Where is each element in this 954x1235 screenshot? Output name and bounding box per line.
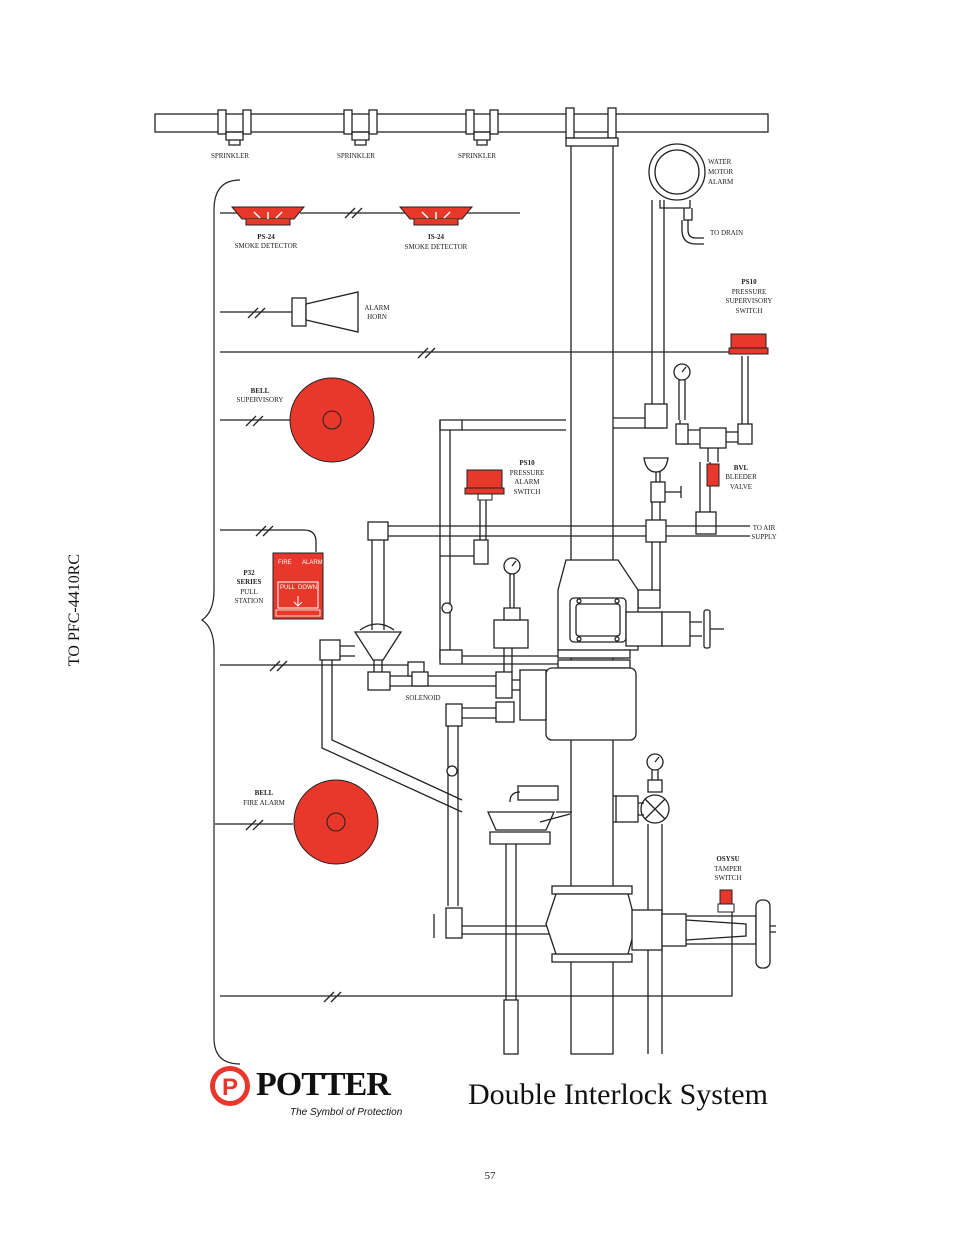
potter-p-letter: P bbox=[222, 1074, 238, 1101]
p32-pull-station: FIRE ALARM PULL DOWN bbox=[272, 552, 324, 620]
label-wma-2: MOTOR bbox=[708, 168, 733, 176]
osysu-tamper-switch bbox=[717, 889, 735, 913]
page-title: Double Interlock System bbox=[468, 1078, 768, 1111]
potter-p-mark-icon: P bbox=[210, 1066, 250, 1106]
water-motor-alarm bbox=[648, 143, 706, 245]
label-ps10-sup-1: PRESSURE bbox=[732, 288, 767, 296]
label-horn-1: ALARM bbox=[364, 304, 390, 312]
label-osysu-1: TAMPER bbox=[714, 865, 742, 873]
logo-word: POTTER bbox=[256, 1066, 391, 1103]
label-sprinkler-2: SPRINKLER bbox=[337, 152, 375, 160]
label-ps10-alarm-3: SWITCH bbox=[514, 488, 541, 496]
label-p32-4: STATION bbox=[235, 597, 264, 605]
label-wma-1: WATER bbox=[708, 158, 732, 166]
fire-alarm-bell bbox=[293, 779, 379, 865]
label-bvl-model: BVL bbox=[734, 464, 749, 472]
label-ps24-desc: SMOKE DETECTOR bbox=[235, 242, 298, 250]
label-bvl-1: BLEEDER bbox=[725, 473, 757, 481]
label-solenoid: SOLENOID bbox=[406, 694, 441, 702]
label-ps10-sup-2: SUPERVISORY bbox=[726, 297, 773, 305]
sprinkler-head-2 bbox=[343, 109, 378, 146]
alarm-horn bbox=[291, 291, 359, 333]
ps24-smoke-detector bbox=[230, 206, 306, 226]
label-wma-3: ALARM bbox=[708, 178, 734, 186]
label-horn-2: HORN bbox=[367, 313, 387, 321]
potter-logo: P POTTER The Symbol of Protection bbox=[208, 1062, 418, 1142]
label-ps10-alarm-1: PRESSURE bbox=[510, 469, 545, 477]
label-to-drain: TO DRAIN bbox=[710, 229, 743, 237]
wire-pull-station bbox=[220, 529, 317, 552]
label-bell-fire-model: BELL bbox=[255, 789, 274, 797]
label-ps10-alarm-model: PS10 bbox=[519, 459, 535, 467]
ps10-supervisory-switch bbox=[728, 333, 769, 355]
side-title: TO PFC-4410RC bbox=[66, 553, 83, 667]
pull-station-pull-text: PULL bbox=[280, 585, 296, 591]
label-p32-3: PULL bbox=[240, 588, 258, 596]
panel-brace bbox=[200, 179, 241, 1065]
label-air-1: TO AIR bbox=[753, 524, 776, 532]
bvl-bleeder-valve bbox=[706, 463, 720, 487]
pull-station-alarm-text: ALARM bbox=[302, 560, 323, 566]
supervisory-bell bbox=[289, 377, 375, 463]
label-bell-fire-desc: FIRE ALARM bbox=[243, 799, 286, 807]
pull-station-down-text: DOWN bbox=[298, 585, 317, 591]
label-ps10-alarm-2: ALARM bbox=[514, 478, 540, 486]
label-bvl-2: VALVE bbox=[730, 483, 752, 491]
label-is24-desc: SMOKE DETECTOR bbox=[405, 243, 468, 251]
label-osysu-2: SWITCH bbox=[715, 874, 742, 882]
label-osysu-model: OSYSU bbox=[716, 855, 739, 863]
label-air-2: SUPPLY bbox=[751, 533, 776, 541]
sprinkler-head-1 bbox=[217, 109, 252, 146]
label-is24-model: IS-24 bbox=[428, 233, 444, 241]
label-ps10-sup-model: PS10 bbox=[741, 278, 757, 286]
label-ps24-model: PS-24 bbox=[257, 233, 275, 241]
label-sprinkler-3: SPRINKLER bbox=[458, 152, 496, 160]
pull-station-fire-text: FIRE bbox=[278, 560, 292, 566]
is24-smoke-detector bbox=[398, 206, 474, 226]
label-ps10-sup-3: SWITCH bbox=[736, 307, 763, 315]
label-p32-1: P32 bbox=[243, 569, 255, 577]
sprinkler-head-3 bbox=[465, 109, 499, 146]
label-bell-supervisory-desc: SUPERVISORY bbox=[237, 396, 284, 404]
wire-solenoid bbox=[220, 664, 421, 671]
page-number: 57 bbox=[484, 1170, 496, 1182]
logo-tagline: The Symbol of Protection bbox=[290, 1107, 403, 1118]
wire-tamper-switch bbox=[220, 912, 733, 997]
label-bell-supervisory-model: BELL bbox=[251, 387, 270, 395]
label-p32-2: SERIES bbox=[237, 578, 262, 586]
label-sprinkler-1: SPRINKLER bbox=[211, 152, 249, 160]
ps10-alarm-switch bbox=[464, 469, 505, 501]
